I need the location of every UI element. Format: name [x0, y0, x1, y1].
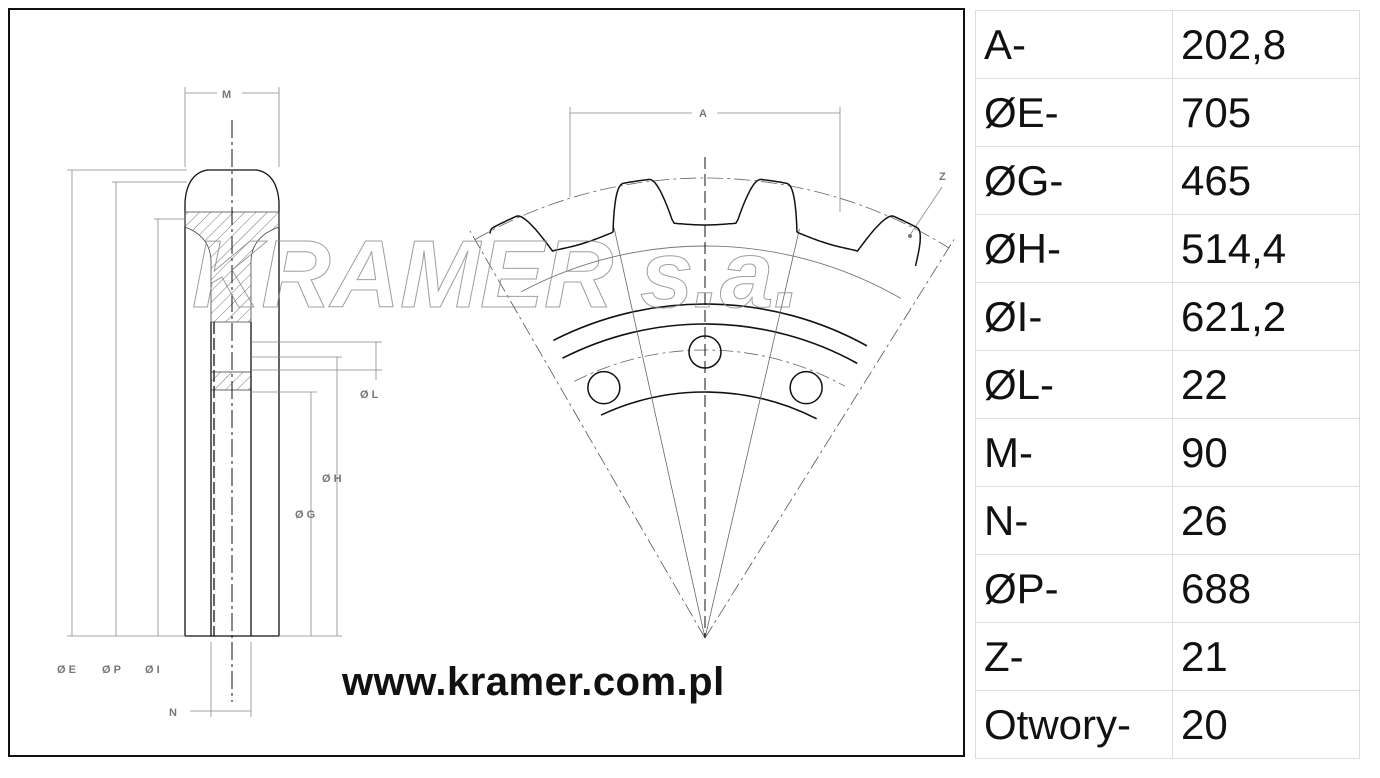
spec-row: N-26 — [975, 486, 1360, 555]
front-view-sector — [469, 157, 955, 639]
pitch-circle — [474, 177, 949, 249]
website-url[interactable]: www.kramer.com.pl — [342, 660, 725, 704]
spec-key: M- — [975, 418, 1173, 487]
spec-value: 21 — [1172, 622, 1360, 691]
rim-arc — [520, 245, 902, 299]
spec-key: ØG- — [975, 146, 1173, 215]
spec-value: 621,2 — [1172, 282, 1360, 351]
spec-row: M-90 — [975, 418, 1360, 487]
spec-key: ØE- — [975, 78, 1173, 147]
spec-value: 22 — [1172, 350, 1360, 419]
spec-row: Z-21 — [975, 622, 1360, 691]
bolt-circle — [574, 349, 845, 387]
hub-arc-outer — [553, 303, 868, 347]
side-view — [184, 120, 280, 702]
label-e: Ø E — [57, 664, 76, 676]
label-h: Ø H — [322, 473, 342, 485]
spec-value: 90 — [1172, 418, 1360, 487]
spec-row: ØP-688 — [975, 554, 1360, 623]
spec-row: ØH-514,4 — [975, 214, 1360, 283]
bolt-hole — [789, 370, 823, 405]
spec-key: ØI- — [975, 282, 1173, 351]
spec-value: 202,8 — [1172, 10, 1360, 79]
label-n: N — [169, 707, 177, 719]
spec-value: 20 — [1172, 690, 1360, 759]
sector-edge — [469, 230, 706, 639]
spec-value: 705 — [1172, 78, 1360, 147]
radial-line — [613, 227, 706, 639]
spec-row: ØL-22 — [975, 350, 1360, 419]
spec-key: ØH- — [975, 214, 1173, 283]
sprocket-teeth — [489, 178, 922, 267]
hub-arc-inner — [562, 323, 858, 365]
spec-value: 26 — [1172, 486, 1360, 555]
spec-value: 514,4 — [1172, 214, 1360, 283]
spec-key: Z- — [975, 622, 1173, 691]
sprocket-drawing: M Ø E Ø P Ø I Ø L Ø H Ø G N A Z KRAMER s… — [8, 8, 965, 757]
spec-value: 465 — [1172, 146, 1360, 215]
dimension-lines — [67, 87, 943, 717]
radial-line — [704, 228, 800, 639]
bolt-hole — [587, 370, 621, 405]
spec-key: ØP- — [975, 554, 1173, 623]
spec-row: ØI-621,2 — [975, 282, 1360, 351]
spec-key: ØL- — [975, 350, 1173, 419]
label-p: Ø P — [102, 664, 121, 676]
spec-row: ØE-705 — [975, 78, 1360, 147]
spec-key: N- — [975, 486, 1173, 555]
spec-key: Otwory- — [975, 690, 1173, 759]
kramer-watermark: KRAMER s.a. — [192, 221, 800, 328]
label-i: Ø I — [145, 664, 160, 676]
label-a: A — [699, 108, 707, 120]
bore-arc — [600, 391, 818, 420]
label-z: Z — [939, 171, 946, 183]
spec-row: ØG-465 — [975, 146, 1360, 215]
sector-edge — [704, 239, 955, 639]
spec-value: 688 — [1172, 554, 1360, 623]
spec-key: A- — [975, 10, 1173, 79]
spec-row: A-202,8 — [975, 10, 1360, 79]
dimension-labels: M Ø E Ø P Ø I Ø L Ø H Ø G N A Z — [57, 89, 946, 719]
label-g: Ø G — [295, 509, 315, 521]
z-marker — [908, 234, 912, 238]
bolt-hole — [688, 335, 722, 369]
label-m: M — [222, 89, 231, 101]
spec-row: Otwory-20 — [975, 690, 1360, 759]
label-l: Ø L — [360, 389, 379, 401]
